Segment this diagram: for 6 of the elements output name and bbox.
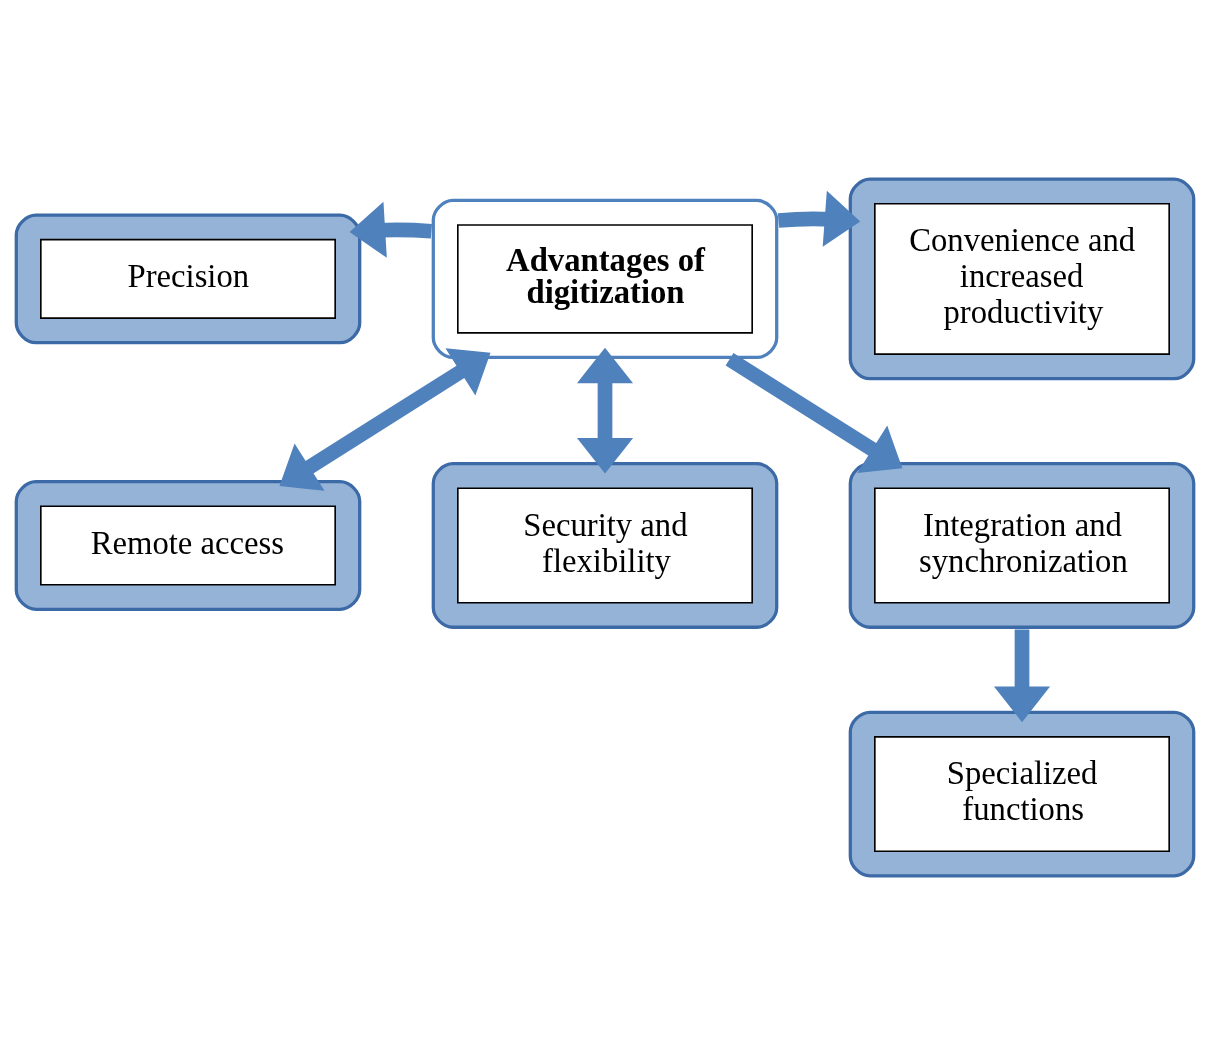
arrow [993, 629, 1051, 722]
arrow [777, 190, 861, 247]
arrow [725, 352, 903, 473]
arrow [349, 201, 432, 258]
arrow [576, 347, 634, 474]
arrow [279, 347, 491, 491]
